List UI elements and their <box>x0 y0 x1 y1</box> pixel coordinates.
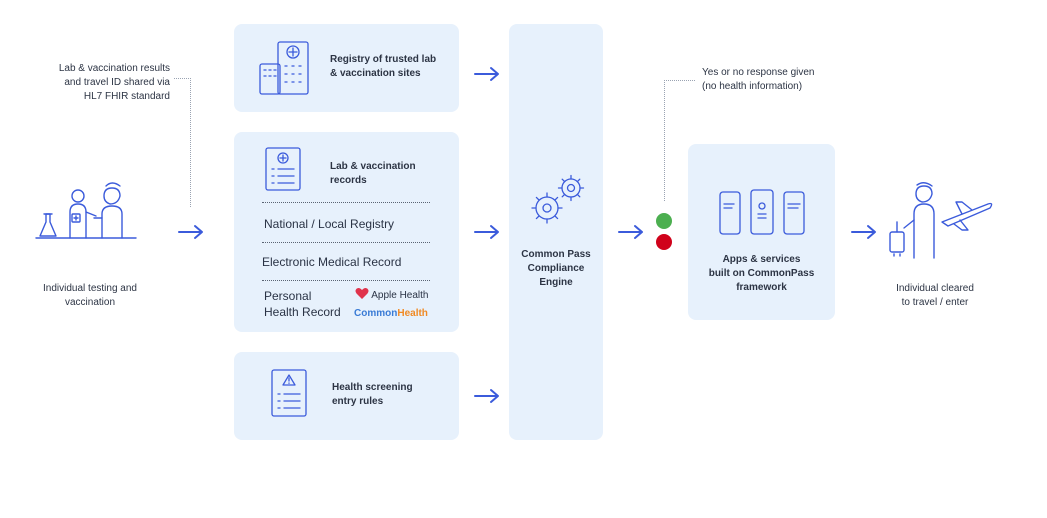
engine-title: Common Pass Compliance Engine <box>521 249 591 288</box>
records-title: Lab & vaccination records <box>330 161 416 186</box>
national-registry-row: National / Local Registry <box>264 217 395 231</box>
arrow-right-icon <box>618 225 643 239</box>
individual-cleared-label: Individual cleared to travel / enter <box>896 283 974 308</box>
records-divider <box>262 202 430 203</box>
records-box: Lab & vaccination records National / Loc… <box>234 132 459 332</box>
hospital-icon <box>258 38 314 98</box>
response-connector <box>664 80 695 201</box>
screening-box: Health screening entry rules <box>234 352 459 440</box>
arrow-right-icon <box>474 389 499 403</box>
records-divider <box>262 242 430 243</box>
apps-title: Apps & services built on CommonPass fram… <box>708 254 815 293</box>
yes-indicator <box>656 213 672 229</box>
commonhealth-logo: CommonHealth <box>354 308 428 319</box>
arrow-right-icon <box>178 225 203 239</box>
compliance-engine-box: Common Pass Compliance Engine <box>509 24 603 440</box>
heart-icon <box>355 288 369 299</box>
registry-box: Registry of trusted lab & vaccination si… <box>234 24 459 112</box>
registry-title: Registry of trusted lab & vaccination si… <box>330 54 437 79</box>
emr-row: Electronic Medical Record <box>262 255 402 269</box>
gears-icon <box>527 172 589 228</box>
traveler-plane-icon <box>886 180 996 260</box>
screening-title: Health screening entry rules <box>332 382 413 407</box>
phones-icon <box>718 188 810 238</box>
shared-note: Lab & vaccination results and travel ID … <box>58 63 170 102</box>
arrow-right-icon <box>474 225 499 239</box>
no-indicator <box>656 234 672 250</box>
response-note: Yes or no response given (no health info… <box>702 67 815 92</box>
apps-box: Apps & services built on CommonPass fram… <box>688 144 835 320</box>
arrow-right-icon <box>474 67 499 81</box>
apple-health-logo: Apple Health <box>355 287 455 303</box>
records-divider <box>262 280 430 281</box>
warning-card-icon <box>270 368 310 418</box>
arrow-right-icon <box>851 225 876 239</box>
individual-testing-label: Individual testing and vaccination <box>43 283 137 308</box>
record-card-icon <box>264 146 304 192</box>
personal-health-record-row: Personal Health Record <box>264 289 341 319</box>
person-testing-icon <box>34 178 144 258</box>
shared-note-connector <box>174 78 191 207</box>
